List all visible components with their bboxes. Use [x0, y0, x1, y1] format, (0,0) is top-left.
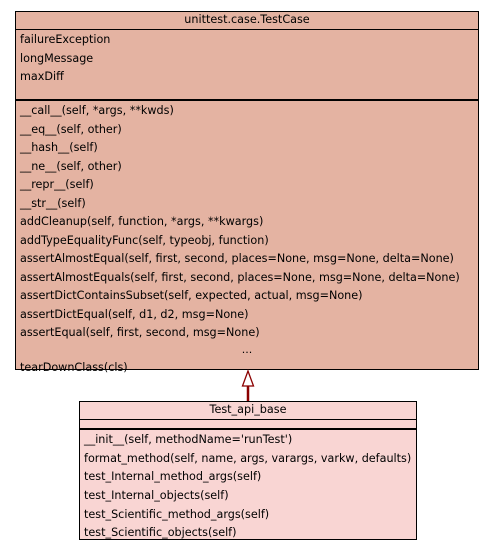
parent-method: assertAlmostEqual(self, first, second, p… [20, 252, 454, 265]
child-class-name: Test_api_base [80, 402, 416, 420]
parent-method: __hash__(self) [20, 141, 98, 154]
child-method: __init__(self, methodName='runTest') [84, 433, 293, 446]
parent-method: assertDictContainsSubset(self, expected,… [20, 289, 363, 302]
child-method: test_Scientific_method_args(self) [84, 507, 270, 521]
parent-method: assertAlmostEquals(self, first, second, … [20, 270, 460, 284]
child-method: test_Scientific_objects(self) [84, 526, 237, 540]
child-method: test_Internal_method_args(self) [84, 470, 262, 484]
parent-method: assertDictEqual(self, d1, d2, msg=None) [20, 307, 249, 321]
parent-class-box[interactable]: unittest.case.TestCase failureException … [15, 11, 479, 374]
child-class-box[interactable]: Test_api_base __init__(self, methodName=… [79, 401, 417, 540]
child-methods: __init__(self, methodName='runTest') for… [80, 430, 416, 543]
parent-method: addTypeEqualityFunc(self, typeobj, funct… [20, 233, 269, 247]
child-method: format_method(self, name, args, varargs,… [84, 451, 412, 465]
parent-method: __call__(self, *args, **kwds) [20, 104, 174, 117]
parent-method: addCleanup(self, function, *args, **kwar… [20, 215, 264, 228]
child-attributes [80, 420, 416, 430]
parent-attribute: longMessage [20, 51, 94, 65]
child-method: test_Internal_objects(self) [84, 489, 229, 503]
parent-method: tearDownClass(cls) [20, 360, 128, 374]
parent-method: __repr__(self) [20, 178, 94, 191]
parent-methods: __call__(self, *args, **kwds) __eq__(sel… [16, 101, 478, 377]
parent-class-name: unittest.case.TestCase [16, 12, 478, 30]
parent-method: assertEqual(self, first, second, msg=Non… [20, 326, 260, 339]
parent-method: __eq__(self, other) [20, 122, 122, 136]
parent-attribute: maxDiff [20, 70, 64, 83]
parent-attributes: failureException longMessage maxDiff [16, 30, 478, 101]
parent-method: __str__(self) [20, 196, 86, 210]
parent-attribute: failureException [20, 33, 111, 46]
ellipsis: ... [241, 342, 253, 356]
parent-method: __ne__(self, other) [20, 159, 122, 173]
